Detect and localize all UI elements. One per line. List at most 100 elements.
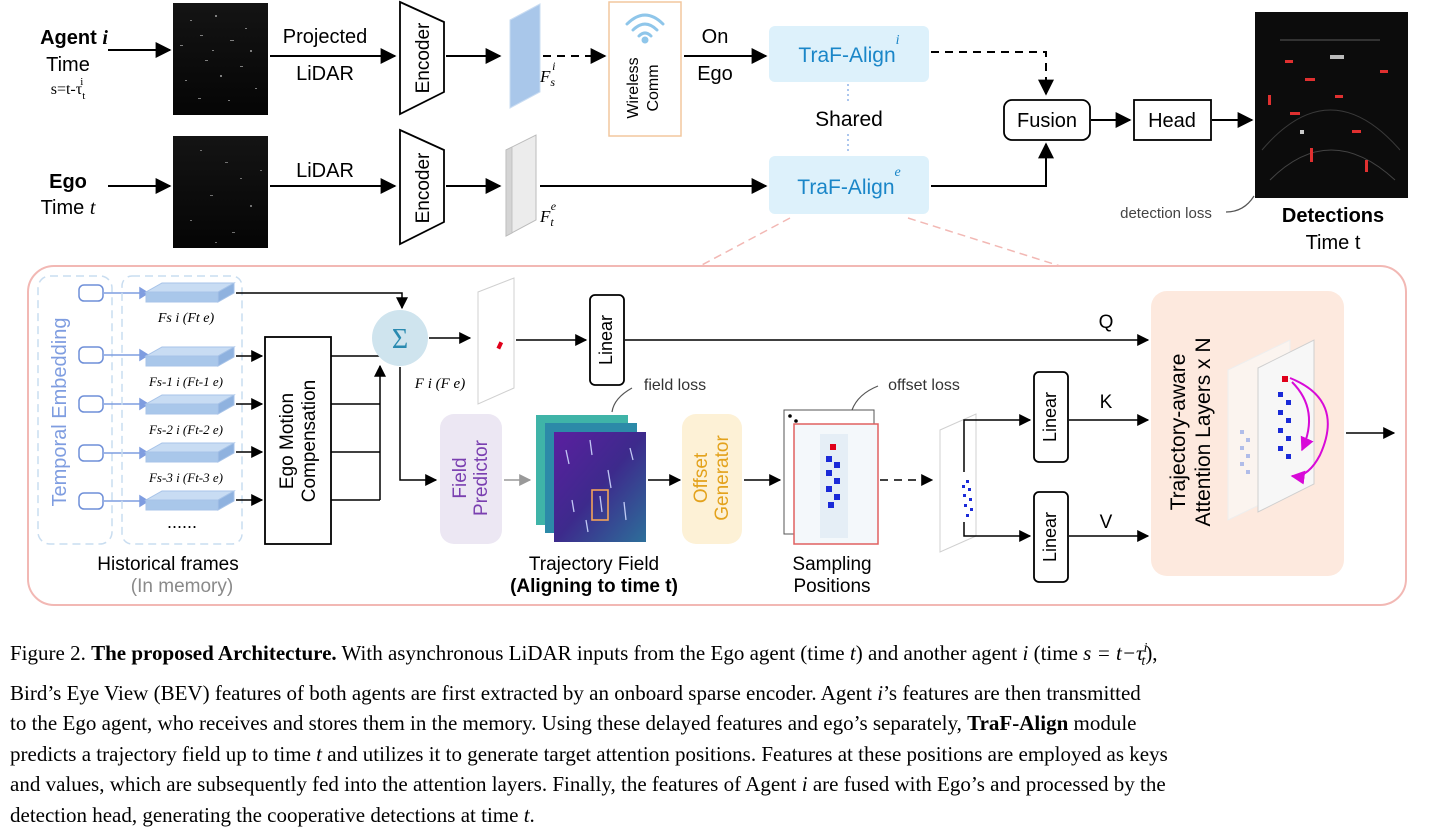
- caption-var-t-2: t: [316, 741, 322, 766]
- temporal-embedding-label: Temporal Embedding: [49, 318, 71, 507]
- ego-feature-label: Fte: [539, 199, 557, 229]
- temporal-arrows: [104, 286, 150, 508]
- caption-line-2: Bird’s Eye View (BEV) features of both a…: [10, 678, 1424, 709]
- historical-frames-box: [121, 275, 243, 545]
- ego-time-label: Time t: [41, 197, 96, 219]
- sampling-band: [820, 434, 848, 538]
- sum-node: [372, 310, 428, 366]
- historical-frame-slabs: [144, 282, 236, 511]
- arrow-features-to-linear-k: [963, 414, 1032, 472]
- caption-traf-align: TraF-Align: [967, 711, 1069, 736]
- sampling-label-2: Positions: [793, 576, 870, 597]
- caption-line-5: and values, which are subsequently fed i…: [10, 769, 1424, 800]
- agent-time-label: Time: [46, 54, 90, 76]
- traf-align-module: [27, 265, 1407, 606]
- arrow-sum-to-field-predictor: [399, 367, 438, 486]
- sampled-feature-map: [939, 413, 977, 553]
- caption-formula: s = t−τ: [1083, 641, 1144, 665]
- detections-time-label: Time t: [1306, 232, 1361, 254]
- caption-var-i-3: i: [801, 772, 808, 797]
- linear-q-label: Linear: [596, 315, 616, 365]
- offset-generator-box: [682, 414, 742, 544]
- ego-label-comm: Ego: [697, 63, 733, 85]
- detections-image: [1255, 12, 1408, 198]
- detections-label: Detections: [1282, 205, 1384, 227]
- frame-label-2: Fs-2 i (Ft-2 e): [148, 422, 223, 437]
- ego-encoder: [399, 128, 445, 246]
- on-label: On: [702, 26, 729, 48]
- offset-loss-pointer: [851, 385, 879, 411]
- sampling-back-dot-1: [788, 414, 792, 418]
- caption-var-i-2: i: [877, 680, 884, 705]
- attention-back-points: [1240, 430, 1250, 474]
- caption-figure-number: Figure 2.: [10, 641, 86, 665]
- caption-text-2a: Bird’s Eye View (BEV) features of both a…: [10, 680, 878, 705]
- offset-generator-label-2: Generator: [712, 435, 733, 521]
- attention-points: [1278, 376, 1291, 459]
- agent-encoder: [399, 0, 445, 116]
- zoom-line-right: [907, 217, 1061, 267]
- field-predictor-label-1: Field: [450, 457, 471, 498]
- head-box: [1133, 99, 1212, 141]
- fused-feature-label: F i (F e): [414, 376, 465, 392]
- lidar-label-agent: LiDAR: [296, 63, 354, 85]
- traf-align-ego-label: TraF-Aligne: [797, 165, 900, 199]
- traf-align-ego: [769, 156, 929, 214]
- trajectory-field-label: Trajectory Field: [529, 554, 659, 575]
- agent-time-formula: s=t-τti: [51, 76, 86, 102]
- agent-lidar-points: [180, 15, 257, 101]
- arrows-frames-to-ego-motion: [236, 350, 264, 506]
- trajectory-field-highlight: [591, 489, 609, 521]
- ego-label: Ego: [49, 171, 87, 193]
- arrows-ego-motion-to-sum: [331, 355, 386, 501]
- q-label: Q: [1099, 312, 1114, 333]
- figure-caption: Figure 2. The proposed Architecture. Wit…: [10, 634, 1424, 830]
- wireless-label-2: Comm: [645, 64, 662, 111]
- attention-map-front: [1257, 339, 1315, 513]
- arrow-traf-ego-to-fusion: [931, 142, 1054, 187]
- detections-points: [1261, 39, 1401, 181]
- ego-motion-compensation-box: [264, 336, 332, 545]
- linear-v-box: [1033, 491, 1069, 583]
- agent-feature-label: Fsi: [539, 59, 555, 89]
- caption-var-i-1: i: [1022, 641, 1029, 665]
- arrow-traf-agent-to-fusion: [931, 51, 1054, 96]
- field-loss-pointer: [611, 387, 633, 413]
- head-label: Head: [1148, 110, 1196, 132]
- caption-text-3b: module: [1068, 711, 1137, 736]
- linear-k-label: Linear: [1040, 392, 1060, 442]
- wifi-icon: [625, 13, 665, 44]
- agent-label: Agent i: [40, 27, 108, 49]
- ego-motion-label-1: Ego Motion: [277, 393, 298, 489]
- attention-arc-inner: [1291, 381, 1314, 452]
- caption-text-6a: detection head, generating the cooperati…: [10, 802, 524, 827]
- trajectory-field-streaks: [565, 439, 634, 533]
- agent-input-label: Agent i Time s=t-τti: [40, 27, 108, 102]
- in-memory-label: (In memory): [131, 576, 233, 597]
- frame-label-0: Fs i (Ft e): [157, 311, 215, 326]
- caption-var-t-1: t: [849, 641, 856, 665]
- fusion-label: Fusion: [1017, 110, 1077, 132]
- caption-title: The proposed Architecture.: [91, 641, 337, 665]
- temporal-embedding-box: [37, 275, 113, 545]
- lidar-label-ego: LiDAR: [296, 160, 354, 182]
- fused-feature-hotspot: [496, 341, 504, 350]
- caption-text-2b: ’s features are then transmitted: [883, 680, 1141, 705]
- historical-frames-label: Historical frames: [97, 554, 238, 575]
- caption-text-3a: to the Ego agent, who receives and store…: [10, 711, 968, 736]
- caption-line-4: predicts a trajectory field up to time t…: [10, 739, 1424, 770]
- trajectory-field-image: [554, 432, 646, 542]
- temporal-embedding-tokens: [78, 284, 104, 510]
- ego-lidar-image: [173, 136, 268, 248]
- traf-align-agent-label: TraF-Aligni: [798, 33, 899, 67]
- caption-text-1c: (time: [1028, 641, 1084, 665]
- agent-lidar-image: [173, 3, 268, 115]
- field-loss-label: field loss: [644, 377, 706, 394]
- linear-q-box: [589, 294, 625, 386]
- caption-var-t-3: t: [523, 802, 530, 827]
- arrow-frame0-to-sum: [236, 292, 408, 310]
- caption-text-4b: and utilizes it to generate target atten…: [321, 741, 1168, 766]
- shared-label-bg: [808, 104, 892, 132]
- frame-label-1: Fs-1 i (Ft-1 e): [148, 374, 223, 389]
- caption-text-5a: and values, which are subsequently fed i…: [10, 772, 802, 797]
